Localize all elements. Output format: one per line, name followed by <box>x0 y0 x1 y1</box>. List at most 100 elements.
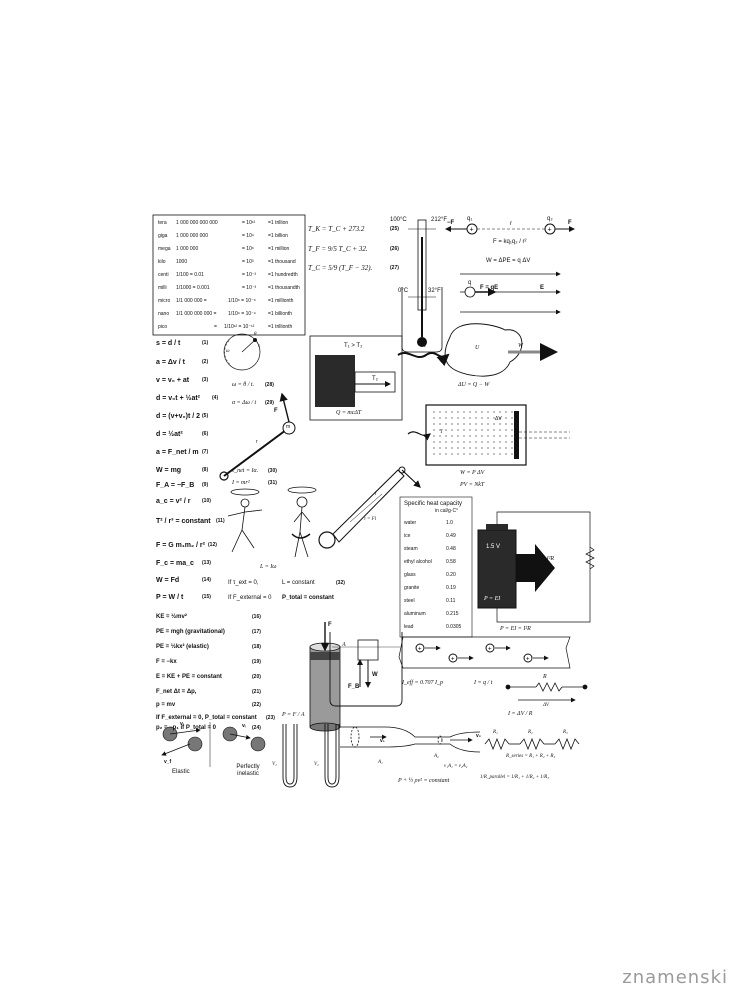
continuity-eq: v₁A₁ = v₂A₂ <box>444 764 468 769</box>
prefix-power: = 10⁹ <box>242 233 255 239</box>
material: aluminum <box>404 611 426 617</box>
equation: p = mv <box>156 702 176 708</box>
power-equation: P = EI = I²R <box>500 626 531 632</box>
theta-label: θ <box>254 332 257 337</box>
resistor-power-eq: P = I²R <box>536 556 555 562</box>
equation: s = d / t <box>156 340 181 347</box>
equation-number: (22) <box>252 702 261 708</box>
voltage-drop-label: ΔV <box>543 703 549 708</box>
ohms-law-eq: I = ΔV / R <box>508 711 533 717</box>
angular-momentum-eq: L = Iω <box>260 564 277 570</box>
specific-heat-title: Specific heat capacity <box>404 501 463 507</box>
prefix-row: micro <box>158 298 171 304</box>
r2-label: R₂ <box>528 730 533 735</box>
charge-q2-label: q₂ <box>547 216 553 222</box>
momentum-const: P_total = constant <box>282 595 334 601</box>
capacity-value: 0.215 <box>446 611 459 617</box>
equation-number: (10) <box>202 498 211 504</box>
capacity-value: 0.0305 <box>446 624 462 630</box>
capacity-value: 0.19 <box>446 585 456 591</box>
rotating-arm <box>219 392 296 481</box>
equation: W = mg <box>156 467 182 474</box>
omega-label: ω <box>226 349 230 354</box>
field-e-label: E <box>540 285 545 291</box>
arm-r-label: r <box>256 439 258 445</box>
equation: KE = ½mv² <box>156 614 187 620</box>
prefix-row: tera <box>158 220 167 226</box>
force-negative-label: −F <box>447 220 455 226</box>
prefix-row: nano <box>158 311 170 317</box>
prefix-row: giga <box>158 233 168 239</box>
prefix-number: 1000 <box>176 259 188 265</box>
wrench-torque-eq: τ = Fl <box>364 517 377 522</box>
resistor-label: R <box>543 674 547 680</box>
prefix-power: = 10⁻³ <box>242 285 257 291</box>
prefix-row: kilo <box>158 259 166 265</box>
equation-number: (29) <box>265 400 274 406</box>
prefix-number: 1/1 000 000 = <box>176 298 207 304</box>
torque-condition: If τ_ext = 0, <box>228 580 259 586</box>
svg-text:+: + <box>418 647 422 653</box>
equation-number: (13) <box>202 560 211 566</box>
piston-area-label: A <box>342 642 346 648</box>
work-potential-equation: W = ΔPE = q ΔV <box>486 258 531 264</box>
electric-field-lines <box>460 271 561 315</box>
temperature-condition: T₁ > T₂ <box>344 343 363 349</box>
force-label: F <box>568 220 572 226</box>
v1-velocity-label: v₁ <box>380 738 385 744</box>
inelastic-label: Perfectly inelastic <box>236 764 260 777</box>
physics-formula-sheet: + + <box>150 212 600 794</box>
lever-l-label: l <box>375 492 377 497</box>
thermometer-32f-label: 32°F <box>428 288 441 294</box>
work-label: W <box>518 343 523 349</box>
thermometer-212f-label: 212°F <box>431 217 448 223</box>
prefix-table-frame <box>152 214 306 336</box>
equation-number: (31) <box>268 480 277 486</box>
diagram-layer: + + <box>152 214 595 788</box>
current-wire: + + + + <box>398 636 571 669</box>
buoyancy-beaker <box>329 632 403 707</box>
heat-equation: Q = mcΔT <box>336 410 362 416</box>
prefix-number: 1 000 000 000 <box>176 233 208 239</box>
material: lead <box>404 624 414 630</box>
specific-heat-unit: in cal/g·C° <box>435 508 459 514</box>
equation: F = G m₁m₂ / r² <box>156 542 205 549</box>
battery-circuit <box>477 511 595 623</box>
equation: F_c = ma_c <box>156 560 194 567</box>
capacity-value: 0.48 <box>446 546 456 552</box>
material: water <box>404 520 417 526</box>
equation-number: (15) <box>202 594 211 600</box>
equation-number: (8) <box>202 467 209 473</box>
prefix-number: 1 000 000 000 000 <box>176 220 218 226</box>
equation: PE = mgh (gravitational) <box>156 629 225 635</box>
thermometer-100c-label: 100°C <box>390 217 407 223</box>
equation: a_c = v² / r <box>156 498 191 505</box>
svg-text:+: + <box>451 657 455 663</box>
venturi-pipe <box>340 726 481 753</box>
equation-celsius: T_C = 5/9 (T_F − 32). <box>308 264 373 272</box>
prefix-value: =1 hundredth <box>268 272 298 278</box>
buoyant-force-label: F_B <box>348 684 360 690</box>
hydraulic-cylinder <box>309 622 341 732</box>
prefix-number: 1 000 000 <box>176 246 199 252</box>
prefix-row: milli <box>158 285 167 291</box>
arm-f-label: F <box>274 408 278 414</box>
thermometer <box>401 219 443 353</box>
prefix-row: pico <box>158 324 168 330</box>
equation-number: (26) <box>390 246 399 252</box>
equation: W = Fd <box>156 577 180 584</box>
equation: F_net Δt = Δp, <box>156 689 197 695</box>
first-law-eq: ΔU = Q − W <box>458 382 490 388</box>
equation: F = −kx <box>156 659 177 665</box>
r1-label: R₁ <box>493 730 498 735</box>
equation-number: (27) <box>390 265 399 271</box>
v1-volume-label: V₁ <box>272 762 277 767</box>
svg-text:+: + <box>470 227 474 234</box>
pressure-eq: P = F / A <box>282 712 305 718</box>
torque-eq: τ_net = Iα. <box>232 468 259 474</box>
equation: d = v₀t + ½at² <box>156 395 201 402</box>
prefix-row: mega <box>158 246 171 252</box>
a1-area-label: A₁ <box>378 760 383 765</box>
heat-q-label: Q <box>422 342 427 348</box>
prefix-value: =1 millionth <box>268 298 294 304</box>
